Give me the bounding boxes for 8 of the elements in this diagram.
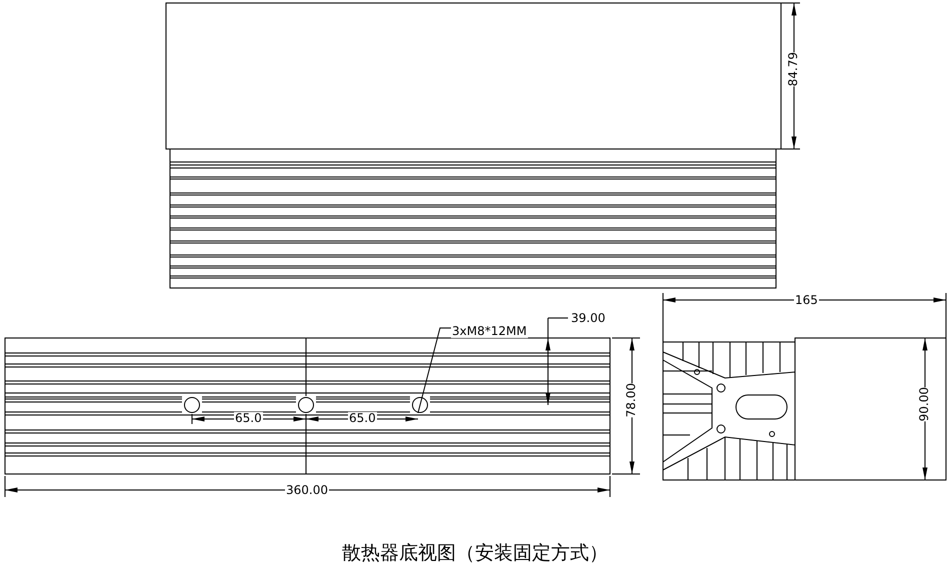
dimension-value: 65.0 — [234, 412, 263, 425]
dimension-value: 360.00 — [285, 484, 329, 497]
leader-line — [418, 328, 452, 414]
caption: 散热器底视图（安装固定方式） — [342, 542, 608, 564]
dimension-value: 65.0 — [348, 412, 377, 425]
dimension-value: 39.00 — [570, 312, 606, 325]
callout-text: 3xM8*12MM — [451, 324, 528, 338]
dimension-value: 165 — [794, 294, 819, 307]
